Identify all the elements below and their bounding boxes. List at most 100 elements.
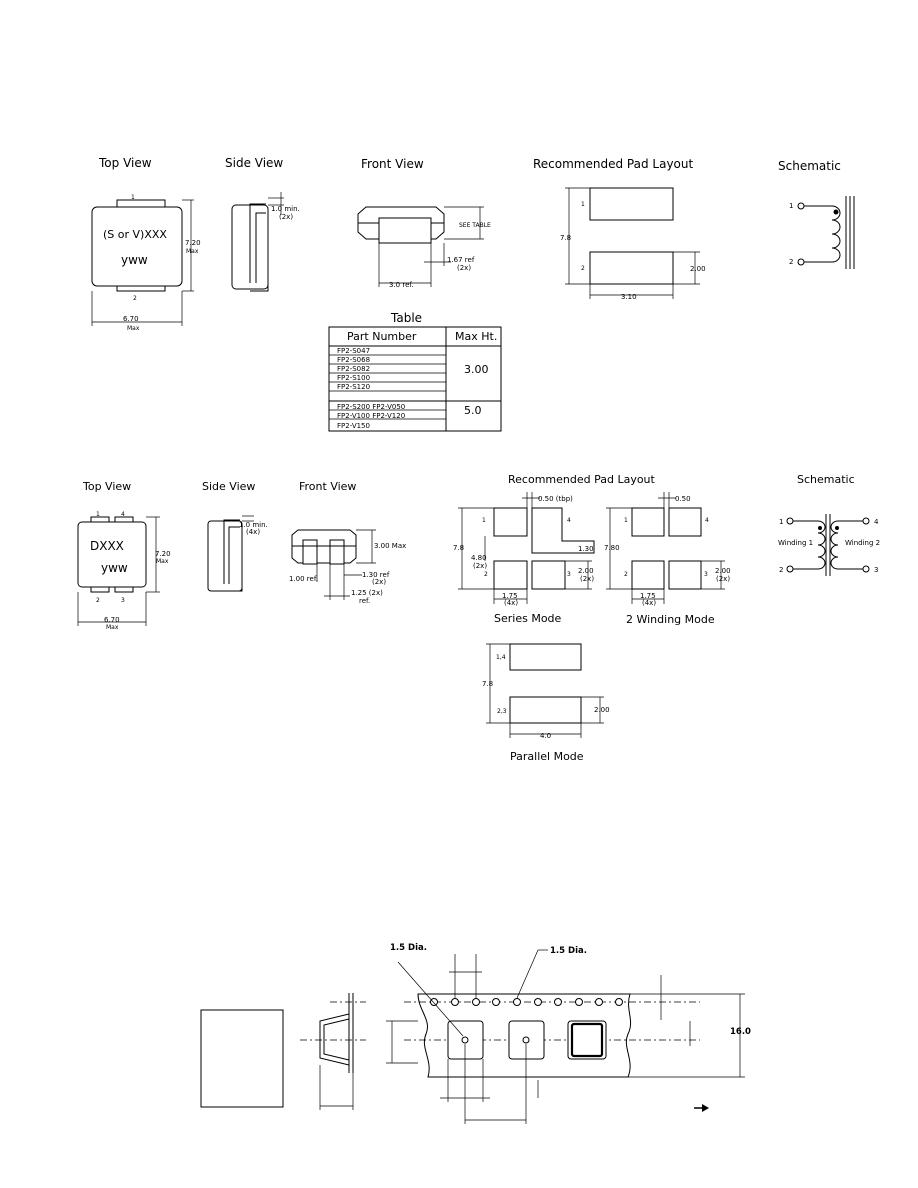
carrier-tape: 16.0	[386, 954, 751, 1124]
pad-height: 7.8	[560, 234, 571, 242]
section1: Top View Side View Front View Recommende…	[91, 156, 855, 432]
top-view-title: Top View	[98, 156, 152, 170]
bottom-pin-label-2: 2	[96, 597, 100, 604]
height-note-2: Max	[156, 558, 169, 565]
table-part-row: FP2-S100	[337, 374, 370, 382]
pad-layout-title: Recommended Pad Layout	[533, 157, 693, 171]
front-view-title-2: Front View	[299, 480, 356, 493]
parallel-pin-b: 2,3	[497, 708, 507, 715]
winding-pad-h: 2.00	[715, 567, 731, 575]
front-pad-dim: 1.67 ref	[447, 256, 475, 264]
section3-tape: 16.0	[200, 943, 751, 1124]
series-gap: 1.30	[578, 545, 594, 553]
table-part-row: FP2-S068	[337, 356, 370, 364]
parallel-pin-a: 1,4	[496, 654, 506, 661]
width-dim: 6.70	[123, 315, 139, 323]
pad-w-dim: 3.10	[621, 293, 637, 301]
series-pad-w-note: (4x)	[504, 599, 518, 607]
pocket-empty	[508, 1020, 545, 1060]
schematic-pin2: 2	[789, 258, 793, 266]
section2: Top View Side View Front View Recommende…	[77, 473, 880, 763]
hole-dia-right: 1.5 Dia.	[550, 946, 587, 956]
pocket-with-part	[567, 1020, 607, 1060]
front-width-2: 1.25 (2x)	[351, 589, 383, 597]
series-pin: 4	[567, 517, 571, 524]
pad-layout-title-2: Recommended Pad Layout	[508, 473, 656, 486]
winding-pad-h-note: (2x)	[716, 575, 730, 583]
schematic-pin1: 1	[789, 202, 793, 210]
see-table-label: SEE TABLE	[459, 222, 491, 229]
winding-pad-w: 1.75	[640, 592, 656, 600]
top-pin-label: 1	[131, 194, 135, 201]
pocket-empty	[447, 1020, 484, 1060]
parallel-pad-h: 2.00	[594, 706, 610, 714]
schematic2-pin: 2	[779, 566, 783, 574]
front-view-drawing-2: 3.00 Max 1.00 ref. 1.30 ref (2x) 1.25 (2…	[289, 529, 406, 605]
table-part-row: FP2-S047	[337, 347, 370, 355]
top-pin-label-2: 1	[96, 511, 100, 518]
winding1-label: Winding 1	[778, 539, 813, 547]
series-pin: 2	[484, 571, 488, 578]
winding-mode-drawing: 0.50 1 4 2 3 7.80 2.00 (2x) 1.75 (4x) 2 …	[604, 492, 731, 626]
marking-line2-2: yww	[101, 561, 128, 575]
pad-layout-drawing: 1 2 7.8 2.00 3.10	[560, 187, 706, 301]
series-inner-note: (2x)	[473, 562, 487, 570]
winding-pin: 3	[704, 571, 708, 578]
front-pad-note-2: (2x)	[372, 578, 386, 586]
width-dim-2: 6.70	[104, 616, 120, 624]
schematic-drawing: 1 2	[789, 196, 855, 269]
front-ref-2: 1.00 ref.	[289, 575, 318, 583]
height-note: Max	[186, 248, 199, 255]
winding-pin: 4	[705, 517, 709, 524]
series-tbp: 0.50 (tbp)	[538, 495, 573, 503]
width-note-2: Max	[106, 624, 119, 631]
front-view-title: Front View	[361, 157, 424, 171]
schematic2-pin: 4	[874, 518, 879, 526]
front-view-drawing: SEE TABLE 1.67 ref (2x) 3.0 ref.	[357, 206, 491, 289]
table-header-ht: Max Ht.	[455, 330, 497, 343]
parallel-mode-drawing: 1,4 2,3 7.8 2.00 4.0 Parallel Mode	[482, 643, 610, 763]
winding-gap: 0.50	[675, 495, 691, 503]
front-width-dim: 3.0 ref.	[389, 281, 414, 289]
bottom-pin-label-2: 3	[121, 597, 125, 604]
pocket-section	[300, 993, 366, 1110]
winding2-label: Winding 2	[845, 539, 880, 547]
top-pin-label-2: 4	[121, 511, 125, 518]
series-pad-h-note: (2x)	[580, 575, 594, 583]
table-part-row: FP2-V100 FP2-V120	[337, 412, 405, 420]
pad-pin2: 2	[581, 265, 585, 272]
winding-pin: 2	[624, 571, 628, 578]
winding-mode-title: 2 Winding Mode	[626, 613, 715, 626]
front-height-2: 3.00 Max	[374, 542, 406, 550]
table-group1-ht: 3.00	[464, 363, 489, 376]
series-inner-h: 4.80	[471, 554, 487, 562]
width-note: Max	[127, 325, 140, 332]
winding-pad-w-note: (4x)	[642, 599, 656, 607]
series-mode-drawing: 0.50 (tbp) 1 4 2 3 7.8 4.80 (2x) 1.30 2.…	[453, 492, 595, 625]
side-view-drawing-2: 1.0 min. (4x)	[207, 515, 268, 592]
height-dim: 7.20	[185, 239, 201, 247]
series-pin: 1	[482, 517, 486, 524]
schematic2-pin: 1	[779, 518, 783, 526]
top-view-drawing-2: 1 4 2 3 DXXX yww 7.20 Max 6.70 Max	[77, 511, 171, 631]
feed-direction-arrow-icon	[694, 1104, 709, 1112]
series-height: 7.8	[453, 544, 464, 552]
schematic2-pin: 3	[874, 566, 878, 574]
side-dim-note: (2x)	[279, 213, 293, 221]
bottom-pin-label: 2	[133, 295, 137, 302]
series-pin: 3	[567, 571, 571, 578]
table-header-part: Part Number	[347, 330, 417, 343]
part-table: Table Part Number Max Ht. FP2-S047 FP2-S…	[328, 311, 502, 432]
height-dim-2: 7.20	[155, 550, 171, 558]
side-dim-note-2: (4x)	[246, 528, 260, 536]
top-view-drawing: 1 2 (S or V)XXX yww 7.20 Max 6.70 Max	[91, 194, 201, 332]
top-view-title-2: Top View	[82, 480, 131, 493]
pad-h-dim: 2.00	[690, 265, 706, 273]
front-pad-dim-2: 1.30 ref	[362, 571, 390, 579]
marking-line1: (S or V)XXX	[103, 228, 167, 241]
sprocket-holes	[430, 998, 623, 1006]
parallel-pad-w: 4.0	[540, 732, 551, 740]
side-view-title-2: Side View	[202, 480, 255, 493]
side-view-drawing: 1.0 min. (2x)	[231, 192, 300, 292]
